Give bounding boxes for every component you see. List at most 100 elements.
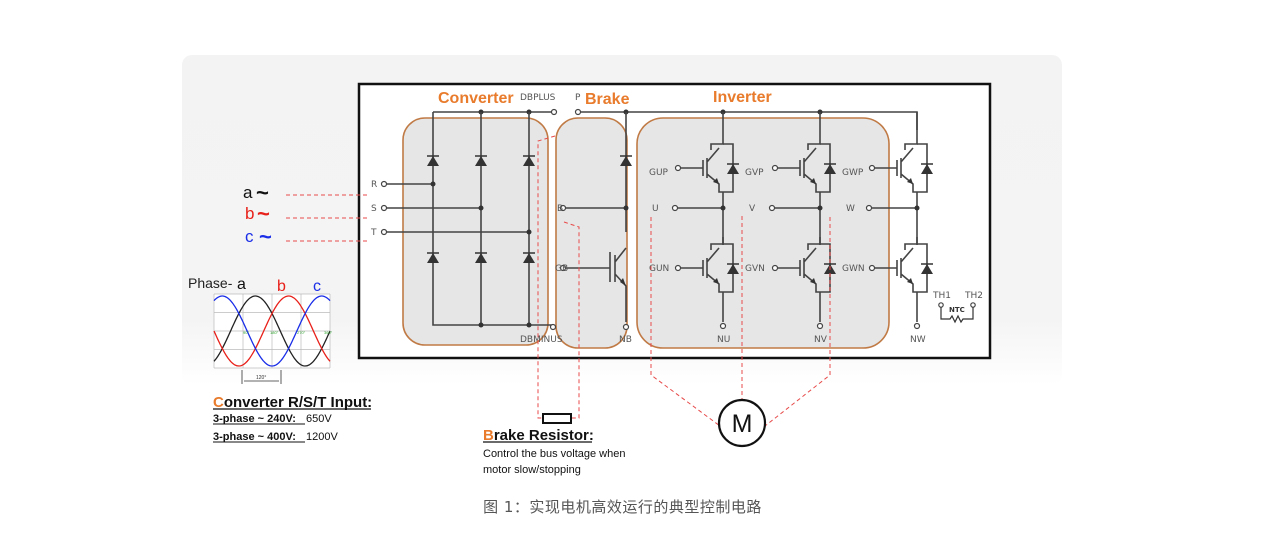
brake-resistor-dashed-lines (537, 135, 580, 419)
gb-terminal (559, 264, 567, 272)
gwp-label: GWP (842, 168, 864, 178)
converter-title: Converter (438, 90, 514, 107)
motor-dashed-lines (650, 216, 831, 427)
w-label: W (846, 204, 855, 214)
emitter-arrow-icon (907, 278, 913, 284)
emitter-arrow-icon (810, 178, 816, 184)
gun-label: GUN (649, 264, 669, 274)
phase-chart-label-b: b (277, 278, 286, 295)
motor-symbol (717, 398, 767, 448)
gate-terminal (771, 164, 779, 172)
th2-label: TH2 (964, 291, 983, 301)
n-terminal (719, 322, 727, 330)
waveform-c (213, 295, 331, 367)
input-row-value-400: 1200V (306, 431, 338, 443)
phase-inputs: a ~ b ~ c ~ (243, 180, 272, 249)
inverter-title: Inverter (713, 89, 772, 106)
brake-block (555, 117, 628, 349)
motor-label: M (732, 410, 753, 438)
inverter-legs (671, 112, 933, 330)
offset-label: 120° (256, 375, 266, 381)
brake-resistor-symbol (542, 413, 572, 424)
dbplus-terminal (550, 108, 558, 116)
gb-label: GB (555, 264, 568, 274)
dbminus-terminal (549, 323, 557, 331)
t-label: T (370, 228, 377, 238)
gate-terminal (868, 164, 876, 172)
gvn-label: GVN (745, 264, 765, 274)
brake-resistor-desc-2: motor slow/stopping (483, 464, 581, 476)
gvp-label: GVP (745, 168, 764, 178)
converter-input-info: Converter R/S/T Input: 3-phase ~ 240V: 6… (213, 394, 372, 443)
gate-terminal (868, 264, 876, 272)
tick-360: 360° (324, 330, 333, 335)
tick-180: 180° (270, 330, 279, 335)
phase-b-wave-icon: ~ (257, 201, 270, 226)
inverter-block (636, 117, 890, 349)
b-terminal (559, 204, 567, 212)
output-terminal (671, 204, 679, 212)
ntc-label: NTC (949, 306, 965, 314)
emitter-arrow-icon (713, 178, 719, 184)
dbplus-label: DBPLUS (520, 93, 556, 103)
junction (817, 205, 823, 211)
nb-label: NB (619, 335, 632, 345)
tick-90: 90° (243, 330, 249, 335)
diode-icon (727, 164, 739, 174)
diode-icon (727, 264, 739, 274)
emitter-arrow-icon (713, 278, 719, 284)
s-terminal (380, 204, 388, 212)
nu-label: NU (717, 335, 730, 345)
nv-label: NV (814, 335, 828, 345)
gate-terminal (771, 264, 779, 272)
p-label: P (575, 93, 581, 103)
b-label: B (557, 204, 563, 214)
emitter-arrow-icon (810, 278, 816, 284)
t-terminal (380, 228, 388, 236)
igbt-symbol (680, 237, 724, 293)
igbt-symbol (680, 137, 724, 193)
diode-icon (921, 164, 933, 174)
dbminus-label: DBMINUS (520, 335, 563, 345)
phase-waveform-chart: Phase- a b c 90° 180° 270° 360° 120° (188, 275, 333, 384)
igbt-symbol (874, 137, 918, 193)
brake-resistor-title: Brake Resistor: (483, 427, 594, 444)
igbt-symbol (777, 137, 821, 193)
emitter-arrow-icon (907, 178, 913, 184)
n-terminal (816, 322, 824, 330)
brake-resistor-desc-1: Control the bus voltage when (483, 448, 625, 460)
gate-terminal (674, 264, 682, 272)
phase-dashed-lines (286, 194, 368, 242)
phase-a-wave-icon: ~ (256, 180, 269, 205)
phase-c-wave-icon: ~ (259, 224, 272, 249)
converter-input-title: Converter R/S/T Input: (213, 394, 372, 411)
th1-label: TH1 (932, 291, 951, 301)
v-label: V (749, 204, 756, 214)
phase-b-label: b (245, 204, 254, 223)
r-label: R (371, 180, 377, 190)
brake-igbt (565, 112, 632, 322)
converter-legs (386, 112, 553, 328)
offset-bracket (241, 370, 282, 384)
p-terminal (574, 108, 582, 116)
brake-resistor-info: Brake Resistor: Control the bus voltage … (483, 427, 625, 476)
ntc-thermistor: TH1 TH2 NTC (932, 291, 983, 324)
gate-terminal (674, 164, 682, 172)
junction (720, 205, 726, 211)
figure-caption: 图 1：实现电机高效运行的典型控制电路 (483, 498, 762, 516)
output-terminal (768, 204, 776, 212)
phase-c-label: c (245, 227, 254, 246)
r-terminal (380, 180, 388, 188)
nw-label: NW (910, 335, 926, 345)
input-row-label-400: 3-phase ~ 400V: (213, 431, 296, 443)
igbt-symbol (777, 237, 821, 293)
diode-icon (824, 164, 836, 174)
gup-label: GUP (649, 168, 669, 178)
n-terminal (913, 322, 921, 330)
phase-a-label: a (243, 183, 253, 202)
junction (914, 205, 920, 211)
output-terminal (865, 204, 873, 212)
waveform-b (213, 295, 331, 367)
tick-270: 270° (297, 330, 306, 335)
